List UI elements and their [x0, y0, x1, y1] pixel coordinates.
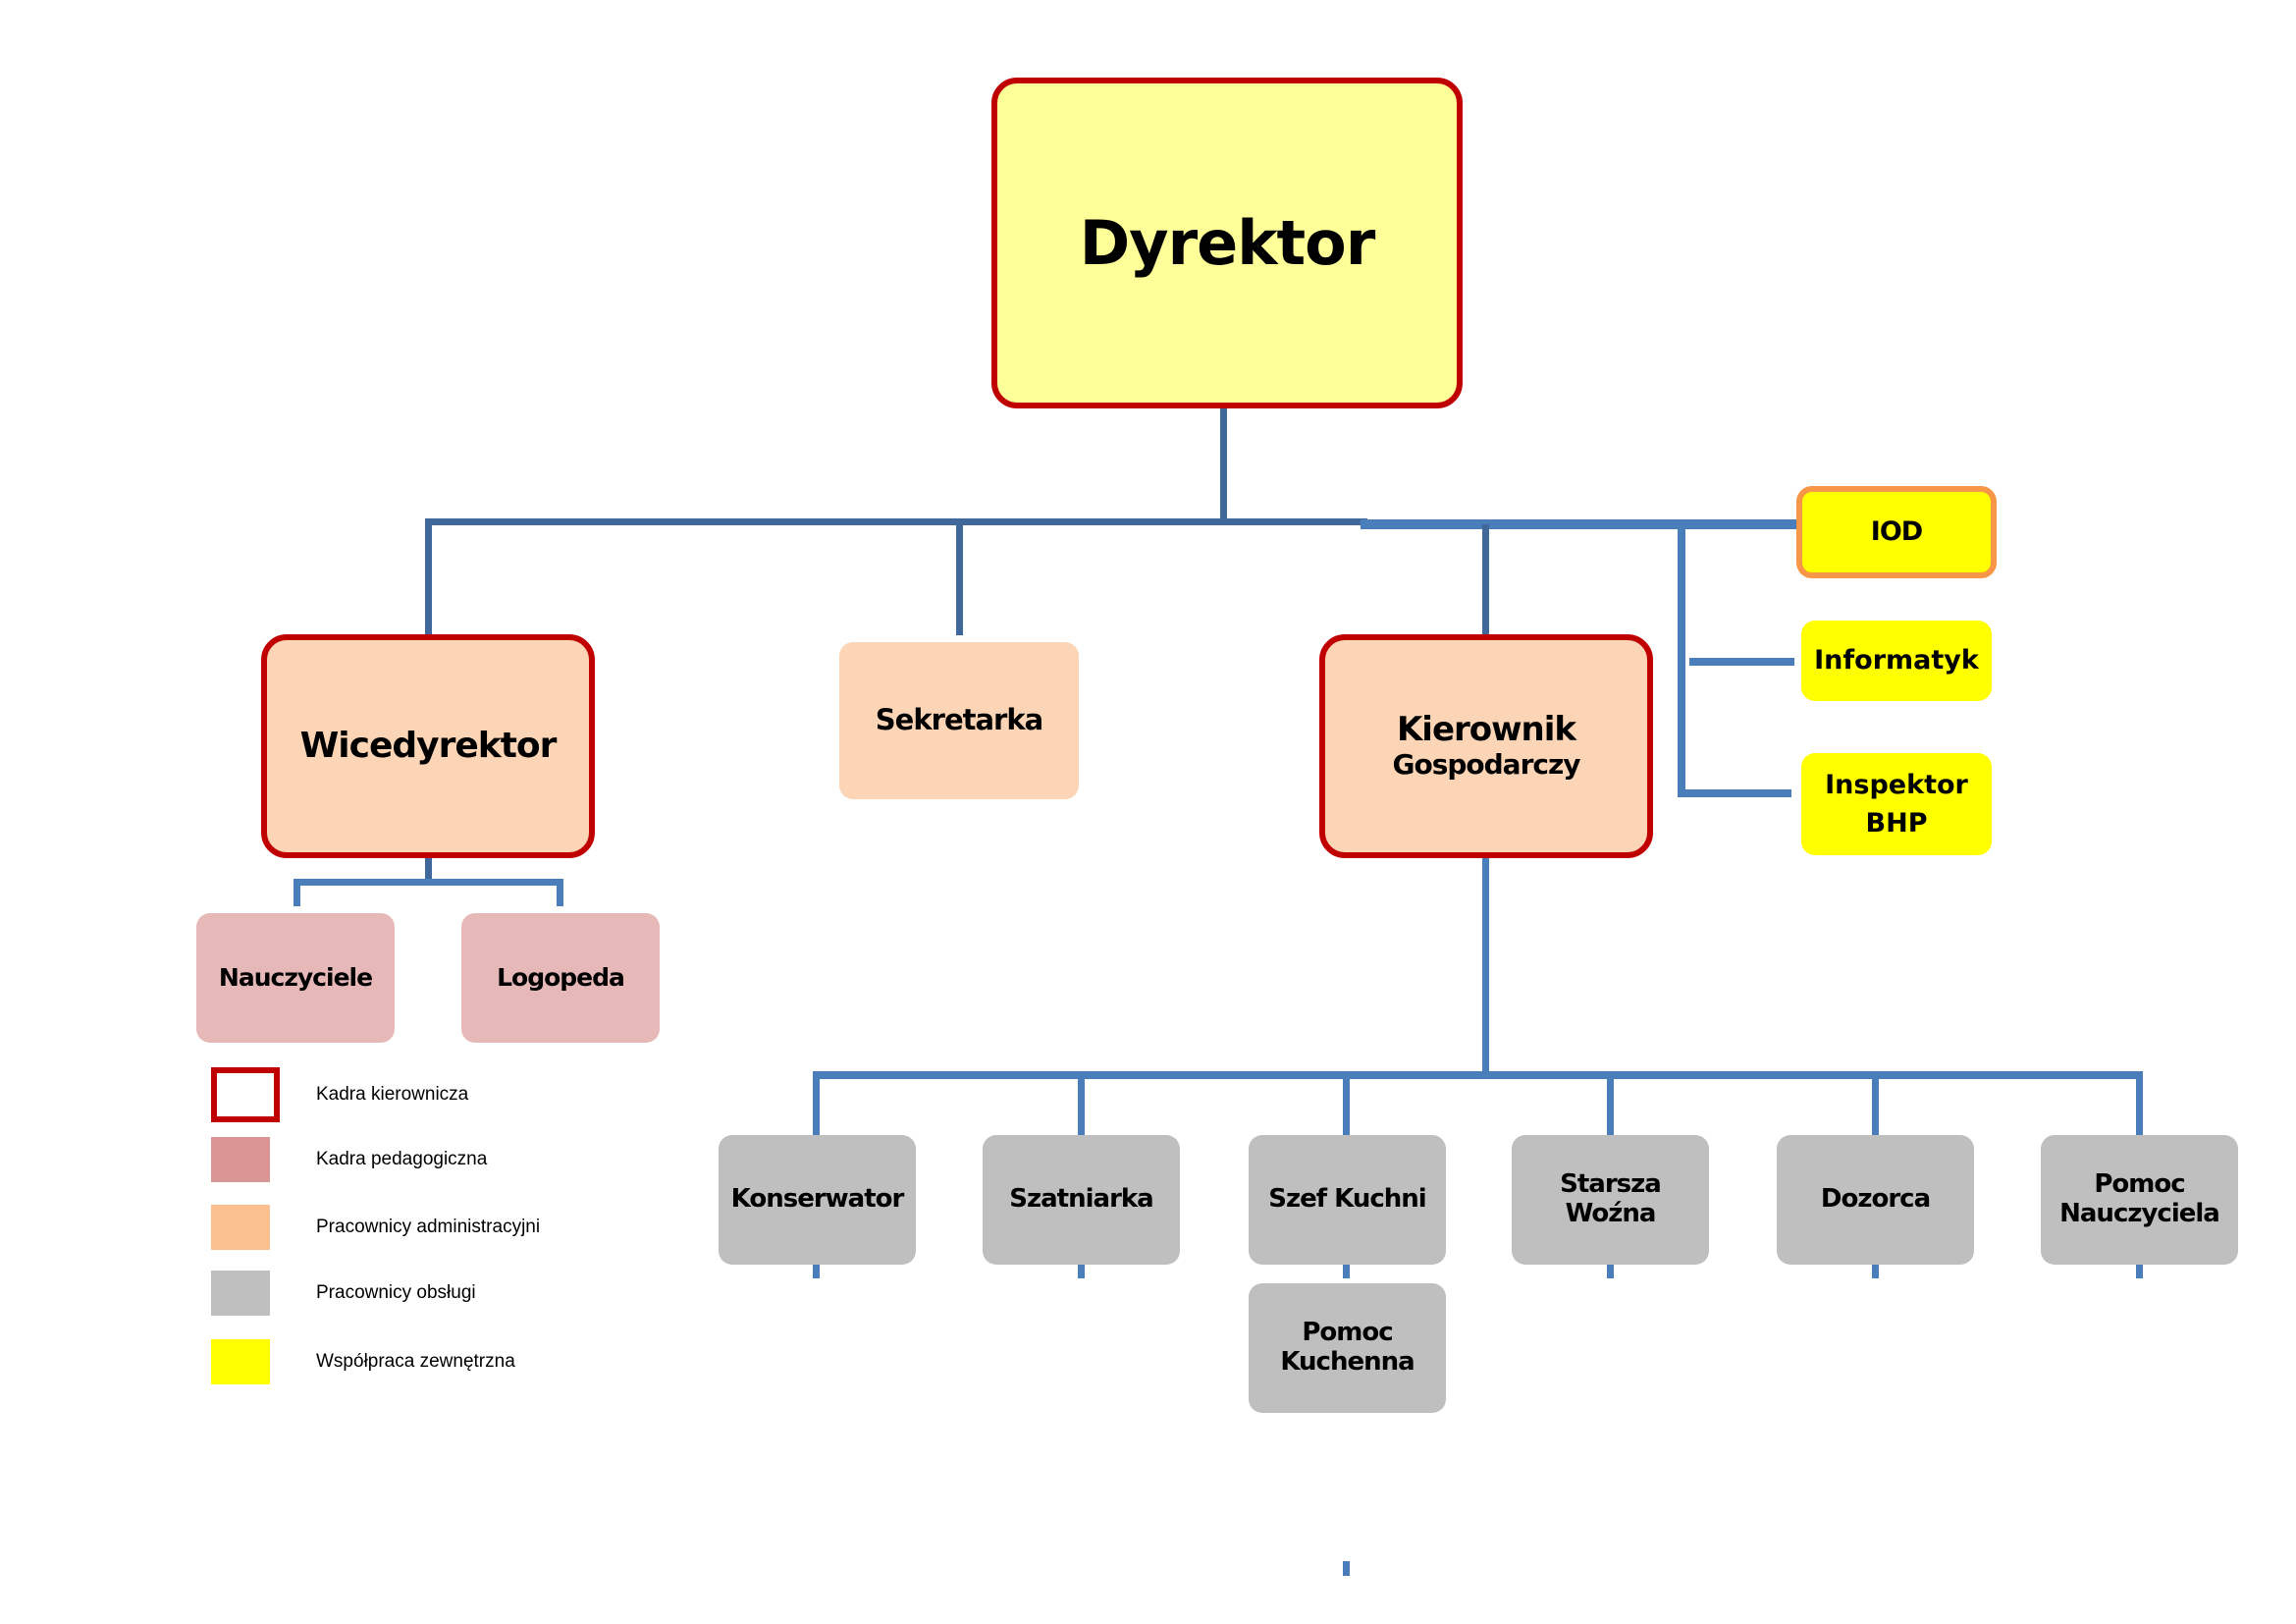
legend-item-external: Współpraca zewnętrzna — [211, 1332, 515, 1391]
legend-swatch-management — [211, 1067, 280, 1122]
node-informatyk[interactable]: Informatyk — [1801, 621, 1992, 701]
connector-deputy-down — [425, 857, 432, 885]
connector-main-horizontal-right — [1361, 519, 1800, 529]
node-szatniarka-label: Szatniarka — [1009, 1184, 1153, 1215]
node-director-label: Dyrektor — [1079, 206, 1376, 279]
connector-nauczyciele — [294, 879, 300, 906]
node-iod[interactable]: IOD — [1796, 486, 1997, 578]
legend-item-pedagogical: Kadra pedagogiczna — [211, 1130, 487, 1189]
legend-swatch-service — [211, 1271, 270, 1316]
node-deputy-director-label: Wicedyrektor — [299, 726, 558, 767]
node-dozorca[interactable]: Dozorca — [1777, 1135, 1974, 1265]
node-konserwator[interactable]: Konserwator — [719, 1135, 916, 1265]
node-logopeda[interactable]: Logopeda — [461, 913, 660, 1043]
node-pomoc-kuchenna-line2: Kuchenna — [1280, 1347, 1415, 1377]
node-secretary-label: Sekretarka — [875, 703, 1043, 737]
connector-main-horizontal — [425, 518, 1367, 525]
connector-pomoc-kuchenna — [1343, 1561, 1350, 1576]
node-nauczyciele-label: Nauczyciele — [218, 962, 373, 992]
node-pomoc-kuchenna[interactable]: Pomoc Kuchenna — [1249, 1283, 1446, 1413]
node-szef-kuchni[interactable]: Szef Kuchni — [1249, 1135, 1446, 1265]
node-szef-kuchni-label: Szef Kuchni — [1268, 1184, 1426, 1215]
legend-swatch-external — [211, 1339, 270, 1384]
connector-external-vertical — [1678, 524, 1685, 797]
node-logopeda-label: Logopeda — [497, 962, 625, 992]
node-szatniarka[interactable]: Szatniarka — [983, 1135, 1180, 1265]
legend-swatch-administrative — [211, 1205, 270, 1250]
connector-manager — [1482, 524, 1489, 635]
node-starsza-wozna[interactable]: Starsza Woźna — [1512, 1135, 1709, 1265]
connector-service-horizontal — [813, 1071, 2143, 1079]
node-informatyk-label: Informatyk — [1814, 645, 1979, 677]
connector-bhp — [1678, 789, 1791, 797]
node-inspektor-bhp[interactable]: Inspektor BHP — [1801, 753, 1992, 855]
connector-secretary — [956, 521, 963, 635]
node-inspektor-bhp-line1: Inspektor — [1825, 769, 1968, 800]
legend-label-management: Kadra kierownicza — [316, 1084, 469, 1105]
node-deputy-director[interactable]: Wicedyrektor — [261, 634, 595, 858]
node-pomoc-nauczyciela-line1: Pomoc — [2094, 1169, 2185, 1200]
node-iod-label: IOD — [1870, 516, 1923, 548]
legend-label-pedagogical: Kadra pedagogiczna — [316, 1149, 488, 1169]
node-pomoc-nauczyciela[interactable]: Pomoc Nauczyciela — [2041, 1135, 2238, 1265]
node-nauczyciele[interactable]: Nauczyciele — [196, 913, 395, 1043]
node-pomoc-kuchenna-line1: Pomoc — [1302, 1318, 1393, 1348]
legend-label-external: Współpraca zewnętrzna — [316, 1351, 515, 1372]
node-director[interactable]: Dyrektor — [991, 78, 1463, 408]
legend-label-service: Pracownicy obsługi — [316, 1282, 476, 1303]
legend-label-administrative: Pracownicy administracyjni — [316, 1217, 541, 1237]
legend-swatch-pedagogical — [211, 1137, 270, 1182]
node-facility-manager-line2: Gospodarczy — [1392, 748, 1580, 782]
node-facility-manager[interactable]: Kierownik Gospodarczy — [1319, 634, 1653, 858]
node-inspektor-bhp-line2: BHP — [1865, 808, 1928, 839]
node-secretary[interactable]: Sekretarka — [839, 642, 1079, 799]
node-facility-manager-line1: Kierownik — [1396, 710, 1576, 750]
legend-item-management: Kadra kierownicza — [211, 1065, 468, 1124]
node-pomoc-nauczyciela-line2: Nauczyciela — [2059, 1199, 2220, 1228]
connector-logopeda — [557, 879, 563, 906]
connector-deputy-horizontal — [294, 879, 563, 886]
connector-deputy — [425, 518, 432, 636]
connector-informatyk — [1689, 658, 1794, 666]
connector-manager-down — [1482, 857, 1489, 1075]
legend-item-service: Pracownicy obsługi — [211, 1264, 476, 1323]
node-dozorca-label: Dozorca — [1820, 1184, 1931, 1215]
node-konserwator-label: Konserwator — [730, 1184, 905, 1215]
node-starsza-wozna-label: Starsza Woźna — [1560, 1169, 1662, 1228]
legend-item-administrative: Pracownicy administracyjni — [211, 1198, 540, 1257]
connector-director-down — [1220, 406, 1227, 524]
